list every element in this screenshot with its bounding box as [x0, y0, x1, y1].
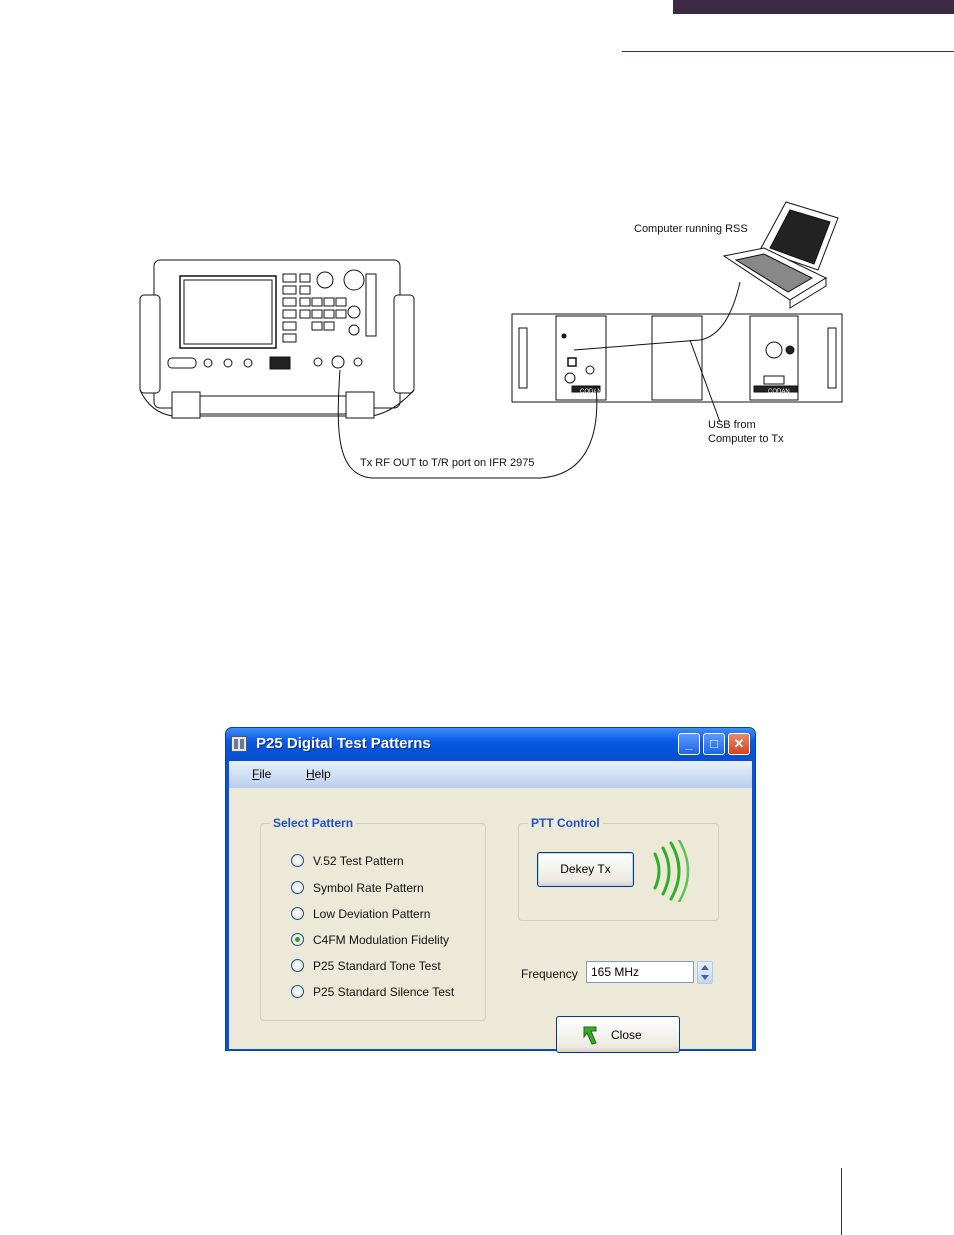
menu-help-accelerator: H [306, 767, 315, 781]
dialog-client: File Help Select Pattern V.52 Test Patte… [229, 761, 752, 1053]
menu-file-accelerator: F [252, 767, 260, 781]
radio-label: Low Deviation Pattern [313, 907, 431, 921]
ptt-control-group: PTT Control Dekey Tx [518, 816, 719, 921]
dekey-tx-button[interactable]: Dekey Tx [537, 852, 634, 887]
ptt-control-title: PTT Control [528, 816, 603, 830]
minimize-icon: _ [685, 736, 693, 751]
computer-label: Computer running RSS [634, 223, 748, 235]
close-icon: ✕ [733, 736, 745, 751]
footer-rule [841, 1168, 842, 1235]
p25-test-patterns-window: P25 Digital Test Patterns _ □ ✕ File Hel… [225, 727, 756, 1053]
transmit-signal-icon [653, 840, 690, 902]
window-title: P25 Digital Test Patterns [256, 735, 431, 752]
spin-up-icon[interactable] [701, 965, 709, 970]
close-button[interactable]: Close [556, 1016, 680, 1053]
rack-brand-1: CODAN [580, 389, 602, 395]
menu-file[interactable]: File [252, 767, 271, 781]
menu-help[interactable]: Help [306, 767, 331, 781]
maximize-button[interactable]: □ [703, 733, 725, 755]
rack-brand-2: CODAN [768, 389, 790, 395]
spin-down-icon[interactable] [701, 975, 709, 980]
radio-label: C4FM Modulation Fidelity [313, 933, 450, 947]
exit-arrow-icon [583, 1026, 597, 1045]
radio-button[interactable] [291, 985, 304, 998]
cable-label: Tx RF OUT to T/R port on IFR 2975 [360, 457, 535, 469]
test-set-illustration [139, 259, 415, 419]
radio-button[interactable] [291, 854, 304, 867]
frequency-spinner[interactable] [697, 961, 713, 984]
close-button-label: Close [611, 1028, 642, 1042]
radio-label: P25 Standard Silence Test [313, 985, 455, 999]
title-bar[interactable]: P25 Digital Test Patterns _ □ ✕ [226, 728, 755, 761]
select-pattern-group: Select Pattern V.52 Test Pattern Symbol … [260, 816, 486, 1021]
radio-button[interactable] [291, 907, 304, 920]
radio-button-selected[interactable] [291, 933, 304, 946]
usb-label-line1: USB from [708, 419, 756, 431]
app-icon [231, 736, 247, 752]
header-rule [622, 51, 954, 52]
laptop-illustration [722, 201, 839, 309]
frequency-input[interactable] [586, 961, 694, 983]
rack-illustration [511, 313, 843, 403]
minimize-button[interactable]: _ [678, 733, 700, 755]
equipment-diagram: CODAN CODAN Computer running RSS USB fro… [0, 190, 954, 510]
menu-bar: File Help [229, 761, 752, 788]
radio-label: V.52 Test Pattern [313, 854, 404, 868]
menu-help-label: elp [314, 767, 331, 781]
radio-label: Symbol Rate Pattern [313, 881, 424, 895]
radio-button[interactable] [291, 881, 304, 894]
menu-file-label: ile [259, 767, 272, 781]
header-bar [673, 0, 954, 14]
radio-button[interactable] [291, 959, 304, 972]
maximize-icon: □ [710, 736, 718, 751]
frequency-label: Frequency [521, 967, 578, 981]
diagram-drawing: CODAN CODAN [139, 201, 843, 479]
usb-label-line2: Computer to Tx [708, 433, 784, 445]
close-window-button[interactable]: ✕ [728, 733, 750, 755]
radio-label: P25 Standard Tone Test [313, 959, 441, 973]
select-pattern-title: Select Pattern [270, 816, 357, 830]
cables [337, 281, 741, 479]
